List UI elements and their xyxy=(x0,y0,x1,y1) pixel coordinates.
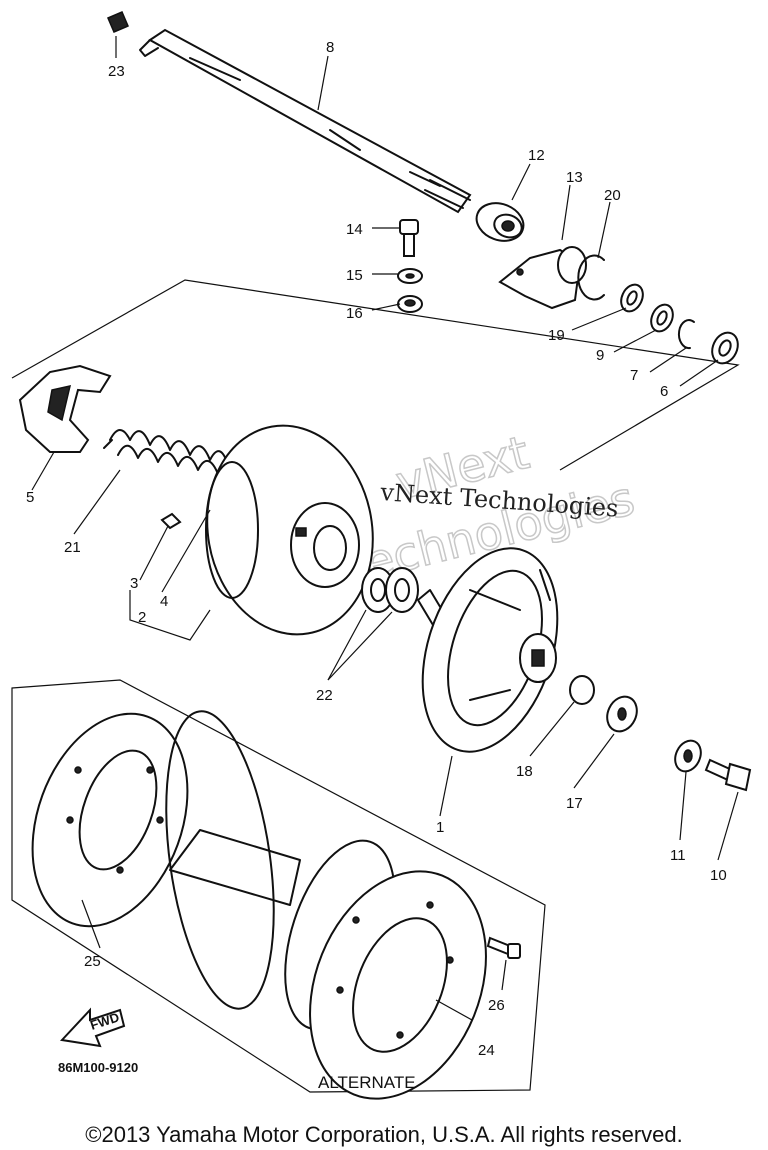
part-9-washer xyxy=(650,303,674,333)
part-24-disc xyxy=(309,870,487,1100)
callout-4: 4 xyxy=(160,593,168,610)
part-19-washer xyxy=(620,283,644,313)
callout-8: 8 xyxy=(326,39,334,56)
callout-18: 18 xyxy=(516,763,533,780)
callout-9: 9 xyxy=(596,347,604,364)
callout-25: 25 xyxy=(84,953,101,970)
part-10-bolt xyxy=(704,758,752,792)
callout-5: 5 xyxy=(26,489,34,506)
part-2-sliding-sheave xyxy=(205,424,374,636)
part-8-shaft xyxy=(139,28,472,214)
callout-2: 2 xyxy=(138,609,146,626)
leader-lines xyxy=(31,36,739,1021)
copyright-notice: ©2013 Yamaha Motor Corporation, U.S.A. A… xyxy=(85,1122,683,1147)
part-21-spring xyxy=(103,429,229,475)
callout-1: 1 xyxy=(436,819,444,836)
callout-10: 10 xyxy=(710,867,727,884)
callout-26: 26 xyxy=(488,997,505,1014)
part-18-spacer xyxy=(569,675,595,705)
upper-assembly-outline xyxy=(11,279,740,471)
callout-16: 16 xyxy=(346,305,363,322)
part-1-fixed-sheave xyxy=(417,547,559,753)
callout-13: 13 xyxy=(566,169,583,186)
callout-11: 11 xyxy=(670,847,686,864)
callout-7: 7 xyxy=(630,367,638,384)
callout-17: 17 xyxy=(566,795,583,812)
callout-24: 24 xyxy=(478,1042,495,1059)
fwd-arrow-icon: FWD xyxy=(59,1007,126,1048)
part-15-washer xyxy=(397,268,423,284)
part-26-bolt xyxy=(486,936,521,959)
callout-22: 22 xyxy=(316,687,333,704)
part-22-spacers xyxy=(361,567,419,613)
part-17-washer xyxy=(606,695,638,733)
part-5-cam xyxy=(18,364,112,453)
callout-20: 20 xyxy=(604,187,621,204)
callout-15: 15 xyxy=(346,267,363,284)
callout-12: 12 xyxy=(528,147,545,164)
part-12-bearing xyxy=(475,202,525,242)
callout-19: 19 xyxy=(548,327,565,344)
part-25-disc xyxy=(31,712,189,928)
part-20-circlip xyxy=(577,254,605,301)
callout-14: 14 xyxy=(346,221,363,238)
callout-3: 3 xyxy=(130,575,138,592)
alternate-box-outline xyxy=(11,679,546,1093)
callout-23: 23 xyxy=(108,63,125,80)
part-13-bracket xyxy=(498,246,587,310)
part-11-washer xyxy=(674,739,702,773)
part-3-weight xyxy=(160,512,182,530)
figure-code: 86M100-9120 xyxy=(58,1060,138,1075)
part-16-nut xyxy=(397,295,423,313)
callout-6: 6 xyxy=(660,383,668,400)
part-14-bolt xyxy=(399,219,419,257)
callout-labels: 23 8 12 13 20 14 15 16 19 9 7 6 5 21 3 4… xyxy=(26,39,727,1059)
exploded-parts-diagram: vNext Technologies xyxy=(11,11,752,1100)
part-6-washer xyxy=(711,331,739,365)
callout-21: 21 xyxy=(64,539,81,556)
part-7-circlip xyxy=(677,319,695,350)
alternate-label: ALTERNATE xyxy=(318,1073,416,1092)
part-23-cap xyxy=(107,11,129,33)
